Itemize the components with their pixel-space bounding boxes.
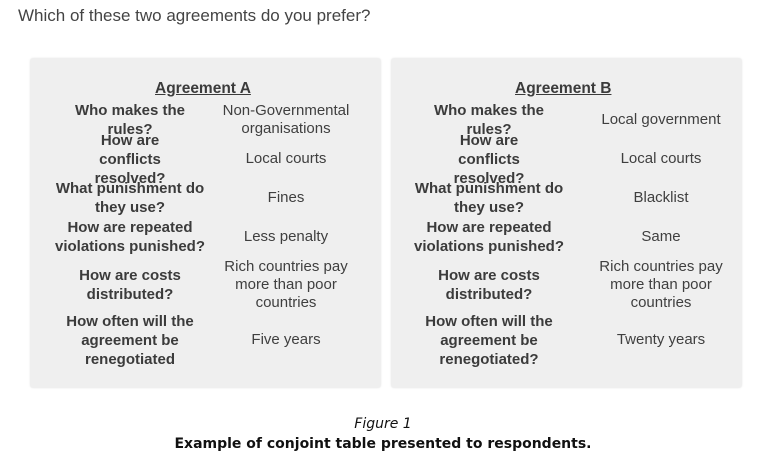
agreement-b-row-renegotiation: How often will the agreement be renegoti… xyxy=(391,311,742,369)
survey-question: Which of these two agreements do you pre… xyxy=(18,6,371,25)
attribute-question: How are conflicts resolved? xyxy=(453,131,525,187)
agreement-a-row-renegotiation: How often will the agreement be renegoti… xyxy=(30,311,381,369)
attribute-question: How often will the agreement be renegoti… xyxy=(425,312,553,368)
attribute-value: Blacklist xyxy=(633,189,689,206)
agreement-a-card[interactable]: Agreement A Who makes the rules? Non-Gov… xyxy=(30,58,381,388)
agreement-a-row-conflicts: How are conflicts resolved? Local courts xyxy=(30,132,381,187)
figure-label: Figure 1 xyxy=(354,416,412,432)
agreement-b-row-repeated: How are repeated violations punished? Sa… xyxy=(391,217,742,257)
agreement-a-title: Agreement A xyxy=(155,80,251,97)
agreement-a-row-punishment: What punishment do they use? Fines xyxy=(30,178,381,218)
agreement-a-row-costs: How are costs distributed? Rich countrie… xyxy=(30,256,381,314)
agreement-b-card[interactable]: Agreement B Who makes the rules? Local g… xyxy=(391,58,742,388)
attribute-value: Five years xyxy=(251,331,321,348)
attribute-value: Rich countries pay more than poor countr… xyxy=(599,258,723,311)
agreement-a-row-rules: Who makes the rules? Non-Governmental or… xyxy=(30,100,381,140)
attribute-value: Less penalty xyxy=(243,228,329,245)
attribute-value: Local courts xyxy=(620,150,702,167)
attribute-question: What punishment do they use? xyxy=(414,180,564,216)
attribute-question: Who makes the rules? xyxy=(74,102,186,138)
attribute-value: Same xyxy=(641,228,681,245)
attribute-question: How are repeated violations punished? xyxy=(54,219,205,255)
attribute-value: Fines xyxy=(267,189,305,206)
agreement-b-row-punishment: What punishment do they use? Blacklist xyxy=(391,178,742,218)
attribute-question: How are costs distributed? xyxy=(79,267,181,303)
attribute-question: Who makes the rules? xyxy=(433,102,545,138)
agreement-b-title: Agreement B xyxy=(515,80,612,97)
attribute-value: Twenty years xyxy=(616,331,706,348)
attribute-value: Non-Governmental organisations xyxy=(222,102,350,137)
attribute-question: How are conflicts resolved? xyxy=(94,131,166,187)
agreement-a-row-repeated: How are repeated violations punished? Le… xyxy=(30,217,381,257)
agreement-b-row-rules: Who makes the rules? Local government xyxy=(391,100,742,140)
attribute-question: How are costs distributed? xyxy=(438,267,540,303)
agreement-b-row-costs: How are costs distributed? Rich countrie… xyxy=(391,256,742,314)
attribute-value: Local courts xyxy=(245,150,327,167)
figure-caption: Example of conjoint table presented to r… xyxy=(174,436,592,452)
attribute-question: How often will the agreement be renegoti… xyxy=(66,312,194,368)
attribute-question: What punishment do they use? xyxy=(55,180,205,216)
attribute-value: Local government xyxy=(601,111,721,128)
attribute-question: How are repeated violations punished? xyxy=(413,219,564,255)
attribute-value: Rich countries pay more than poor countr… xyxy=(224,258,348,311)
agreement-b-row-conflicts: How are conflicts resolved? Local courts xyxy=(391,132,742,187)
